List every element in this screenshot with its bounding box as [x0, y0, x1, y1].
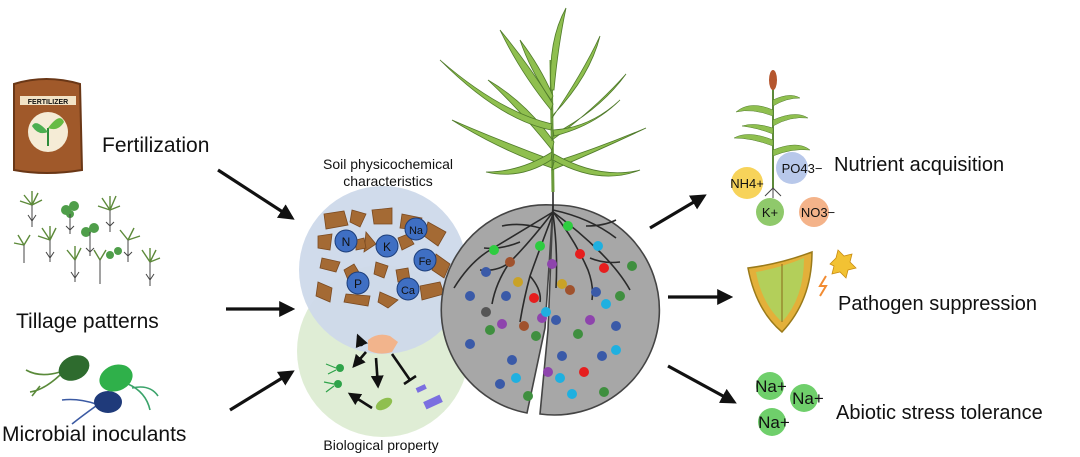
- arrow-fertilization: [217, 168, 295, 220]
- nutrient-n: N: [334, 229, 358, 253]
- microbes-icon: [25, 355, 159, 425]
- arrow-abiotic: [667, 364, 737, 404]
- fertilization-label: Fertilization: [102, 134, 209, 157]
- svg-text:NH4+: NH4+: [730, 176, 764, 191]
- bacteria-icon: [323, 363, 344, 393]
- microbial-inoculants-label: Microbial inoculants: [2, 423, 186, 446]
- svg-text:Na: Na: [409, 225, 424, 237]
- microbe-dots: [465, 221, 637, 401]
- seedlings-icon: [13, 191, 161, 286]
- soil-title-line2: characteristics: [343, 173, 432, 189]
- nutrient-k: K: [375, 234, 399, 258]
- rhizosphere: [440, 203, 661, 416]
- nutrient-balls: N K Na Fe P Ca: [334, 217, 437, 301]
- nutrient-acquisition-label: Nutrient acquisition: [834, 154, 1004, 176]
- leaf-icon: [375, 397, 393, 411]
- biological-interactions: [323, 333, 443, 411]
- svg-text:N: N: [342, 235, 351, 249]
- biological-title: Biological property: [323, 437, 438, 453]
- ion-nh4: NH4+: [730, 167, 764, 199]
- svg-text:Na+: Na+: [755, 377, 787, 396]
- svg-text:Na+: Na+: [792, 389, 824, 408]
- arrow-inoculants: [229, 370, 295, 412]
- svg-text:NO3−: NO3−: [801, 205, 835, 220]
- fertilizer-bag-icon: FERTILIZER: [13, 78, 84, 174]
- na-ion-3: Na+: [758, 408, 790, 436]
- svg-text:PO43−: PO43−: [782, 161, 823, 176]
- nutrient-p: P: [346, 271, 370, 295]
- nutrient-ca: Ca: [396, 277, 420, 301]
- shield-icon: [747, 250, 813, 334]
- inhibitor-block: [423, 394, 443, 410]
- pathogen-suppression-label: Pathogen suppression: [838, 293, 1037, 315]
- soil-clods: [315, 207, 451, 309]
- burst-icon: [818, 249, 857, 297]
- abiotic-stress-label: Abiotic stress tolerance: [836, 402, 1043, 424]
- soil-title-line1: Soil physicochemical: [323, 156, 453, 172]
- ion-po4: PO43−: [776, 152, 822, 184]
- svg-text:K+: K+: [762, 205, 778, 220]
- fertilizer-bag-text: FERTILIZER: [28, 99, 68, 106]
- svg-text:Fe: Fe: [419, 256, 432, 268]
- na-ion-2: Na+: [790, 384, 824, 412]
- svg-text:K: K: [383, 240, 391, 254]
- na-ion-1: Na+: [755, 372, 787, 400]
- svg-text:Na+: Na+: [758, 413, 790, 432]
- small-plant-icon: [733, 70, 811, 198]
- arrow-nutrient: [649, 194, 707, 230]
- svg-text:P: P: [354, 277, 362, 291]
- tillage-label: Tillage patterns: [16, 310, 159, 333]
- ion-no3: NO3−: [799, 197, 835, 227]
- svg-text:Ca: Ca: [401, 285, 416, 297]
- nutrient-na: Na: [404, 217, 428, 241]
- nutrient-fe: Fe: [413, 248, 437, 272]
- ion-k: K+: [756, 198, 784, 226]
- maize-plant-icon: [439, 7, 647, 193]
